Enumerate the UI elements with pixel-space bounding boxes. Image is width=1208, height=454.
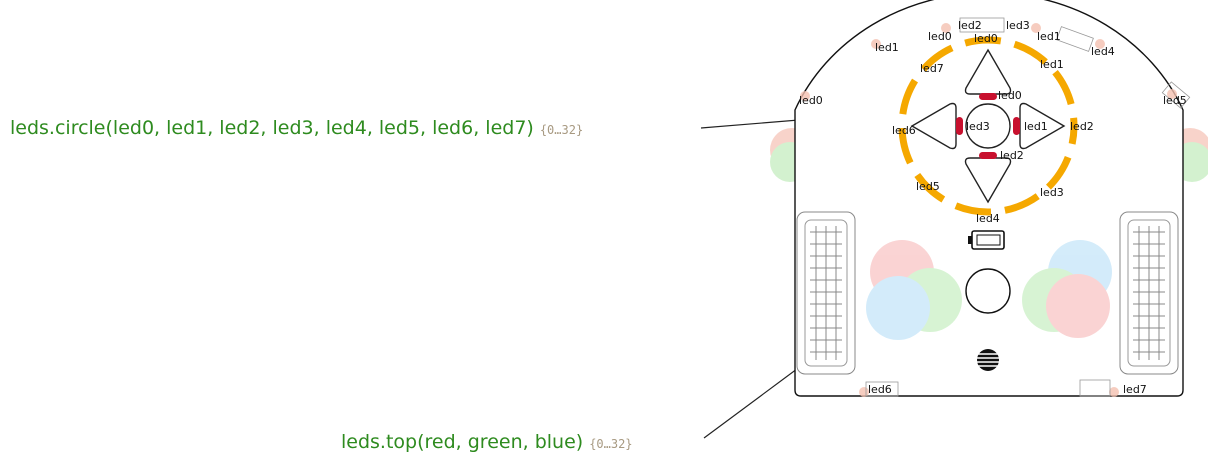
button-led-label-1: led1 xyxy=(1024,120,1048,133)
prox-label-4: led4 xyxy=(1091,45,1115,58)
leds-top-range: {0…32} xyxy=(589,437,633,451)
proximity-boxes xyxy=(865,17,1191,397)
top-led-right xyxy=(1022,240,1112,338)
left-wheel xyxy=(796,211,856,375)
button-led-label-2: led2 xyxy=(1000,149,1024,162)
prox-label-5: led5 xyxy=(1163,94,1187,107)
circle-leds-ring xyxy=(898,36,1078,216)
leds-circle-range: {0…32} xyxy=(539,123,584,137)
top-led-left xyxy=(866,240,962,340)
prox-label-circle-0: led0 xyxy=(928,30,952,43)
prox-label-2: led2 xyxy=(958,19,982,32)
circle-led-label-1: led1 xyxy=(1040,58,1064,71)
leds-circle-text: leds.circle(led0, led1, led2, led3, led4… xyxy=(10,117,534,139)
button-led-2 xyxy=(979,152,997,159)
circle-led-label-0: led0 xyxy=(974,32,998,45)
bottom-label-led6: led6 xyxy=(868,383,892,396)
button-center[interactable] xyxy=(965,103,1011,149)
circle-led-label-5: led5 xyxy=(916,180,940,193)
prox-label-circle-1: led1 xyxy=(1037,30,1061,43)
leds-top-text: leds.top(red, green, blue) xyxy=(341,431,584,453)
leds-circle-callout: leds.circle(led0, led1, led2, led3, led4… xyxy=(10,117,583,139)
speaker-icon xyxy=(977,349,999,371)
prox-label-3: led3 xyxy=(1006,19,1030,32)
circle-led-label-4: led4 xyxy=(976,212,1000,225)
circle-led-label-7: led7 xyxy=(920,62,944,75)
battery-icon xyxy=(968,230,1005,250)
button-led-1 xyxy=(1013,117,1020,135)
proximity-markers xyxy=(800,23,1177,397)
prox-label-1: led1 xyxy=(875,41,899,54)
button-led-label-3: led3 xyxy=(966,120,990,133)
leds-top-callout: leds.top(red, green, blue) {0…32} xyxy=(341,431,633,453)
sensor-circle xyxy=(965,268,1011,314)
circle-led-label-6: led6 xyxy=(892,124,916,137)
right-wheel xyxy=(1119,211,1179,375)
bottom-label-led7: led7 xyxy=(1123,383,1147,396)
button-led-0 xyxy=(979,93,997,100)
circle-led-label-3: led3 xyxy=(1040,186,1064,199)
prox-label-0: led0 xyxy=(799,94,823,107)
circle-led-label-2: led2 xyxy=(1070,120,1094,133)
button-led-label-0: led0 xyxy=(998,89,1022,102)
button-led-3 xyxy=(956,117,963,135)
